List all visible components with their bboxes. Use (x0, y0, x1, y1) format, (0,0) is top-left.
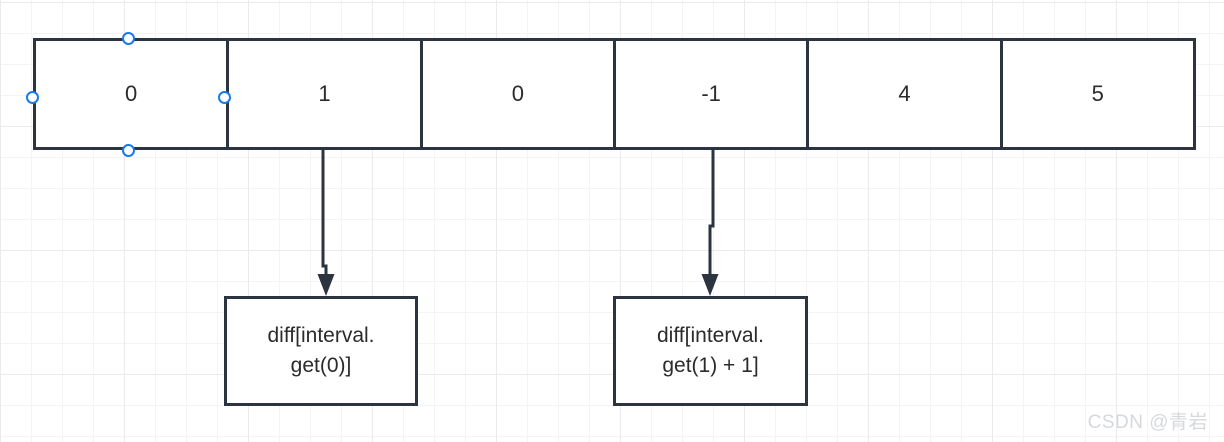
selection-handle-bottom[interactable] (122, 144, 135, 157)
array-cell-2[interactable]: 0 (422, 41, 616, 147)
selection-handle-top[interactable] (122, 32, 135, 45)
selection-handle-right[interactable] (218, 91, 231, 104)
connector-right[interactable] (688, 148, 748, 304)
watermark: CSDN @青岩 (1087, 412, 1208, 433)
array-cell-1[interactable]: 1 (229, 41, 423, 147)
array-cell-4[interactable]: 4 (809, 41, 1003, 147)
array-cell-0[interactable]: 0 (36, 41, 230, 147)
array-cell-5[interactable]: 5 (1002, 41, 1193, 147)
label-box-left[interactable]: diff[interval. get(0)] (224, 296, 418, 406)
selection-handle-left[interactable] (26, 91, 39, 104)
array-cell-3[interactable]: -1 (615, 41, 810, 147)
diff-array[interactable]: 0 1 0 -1 4 5 (33, 38, 1196, 150)
label-box-right[interactable]: diff[interval. get(1) + 1] (613, 296, 808, 406)
connector-left[interactable] (300, 148, 360, 304)
